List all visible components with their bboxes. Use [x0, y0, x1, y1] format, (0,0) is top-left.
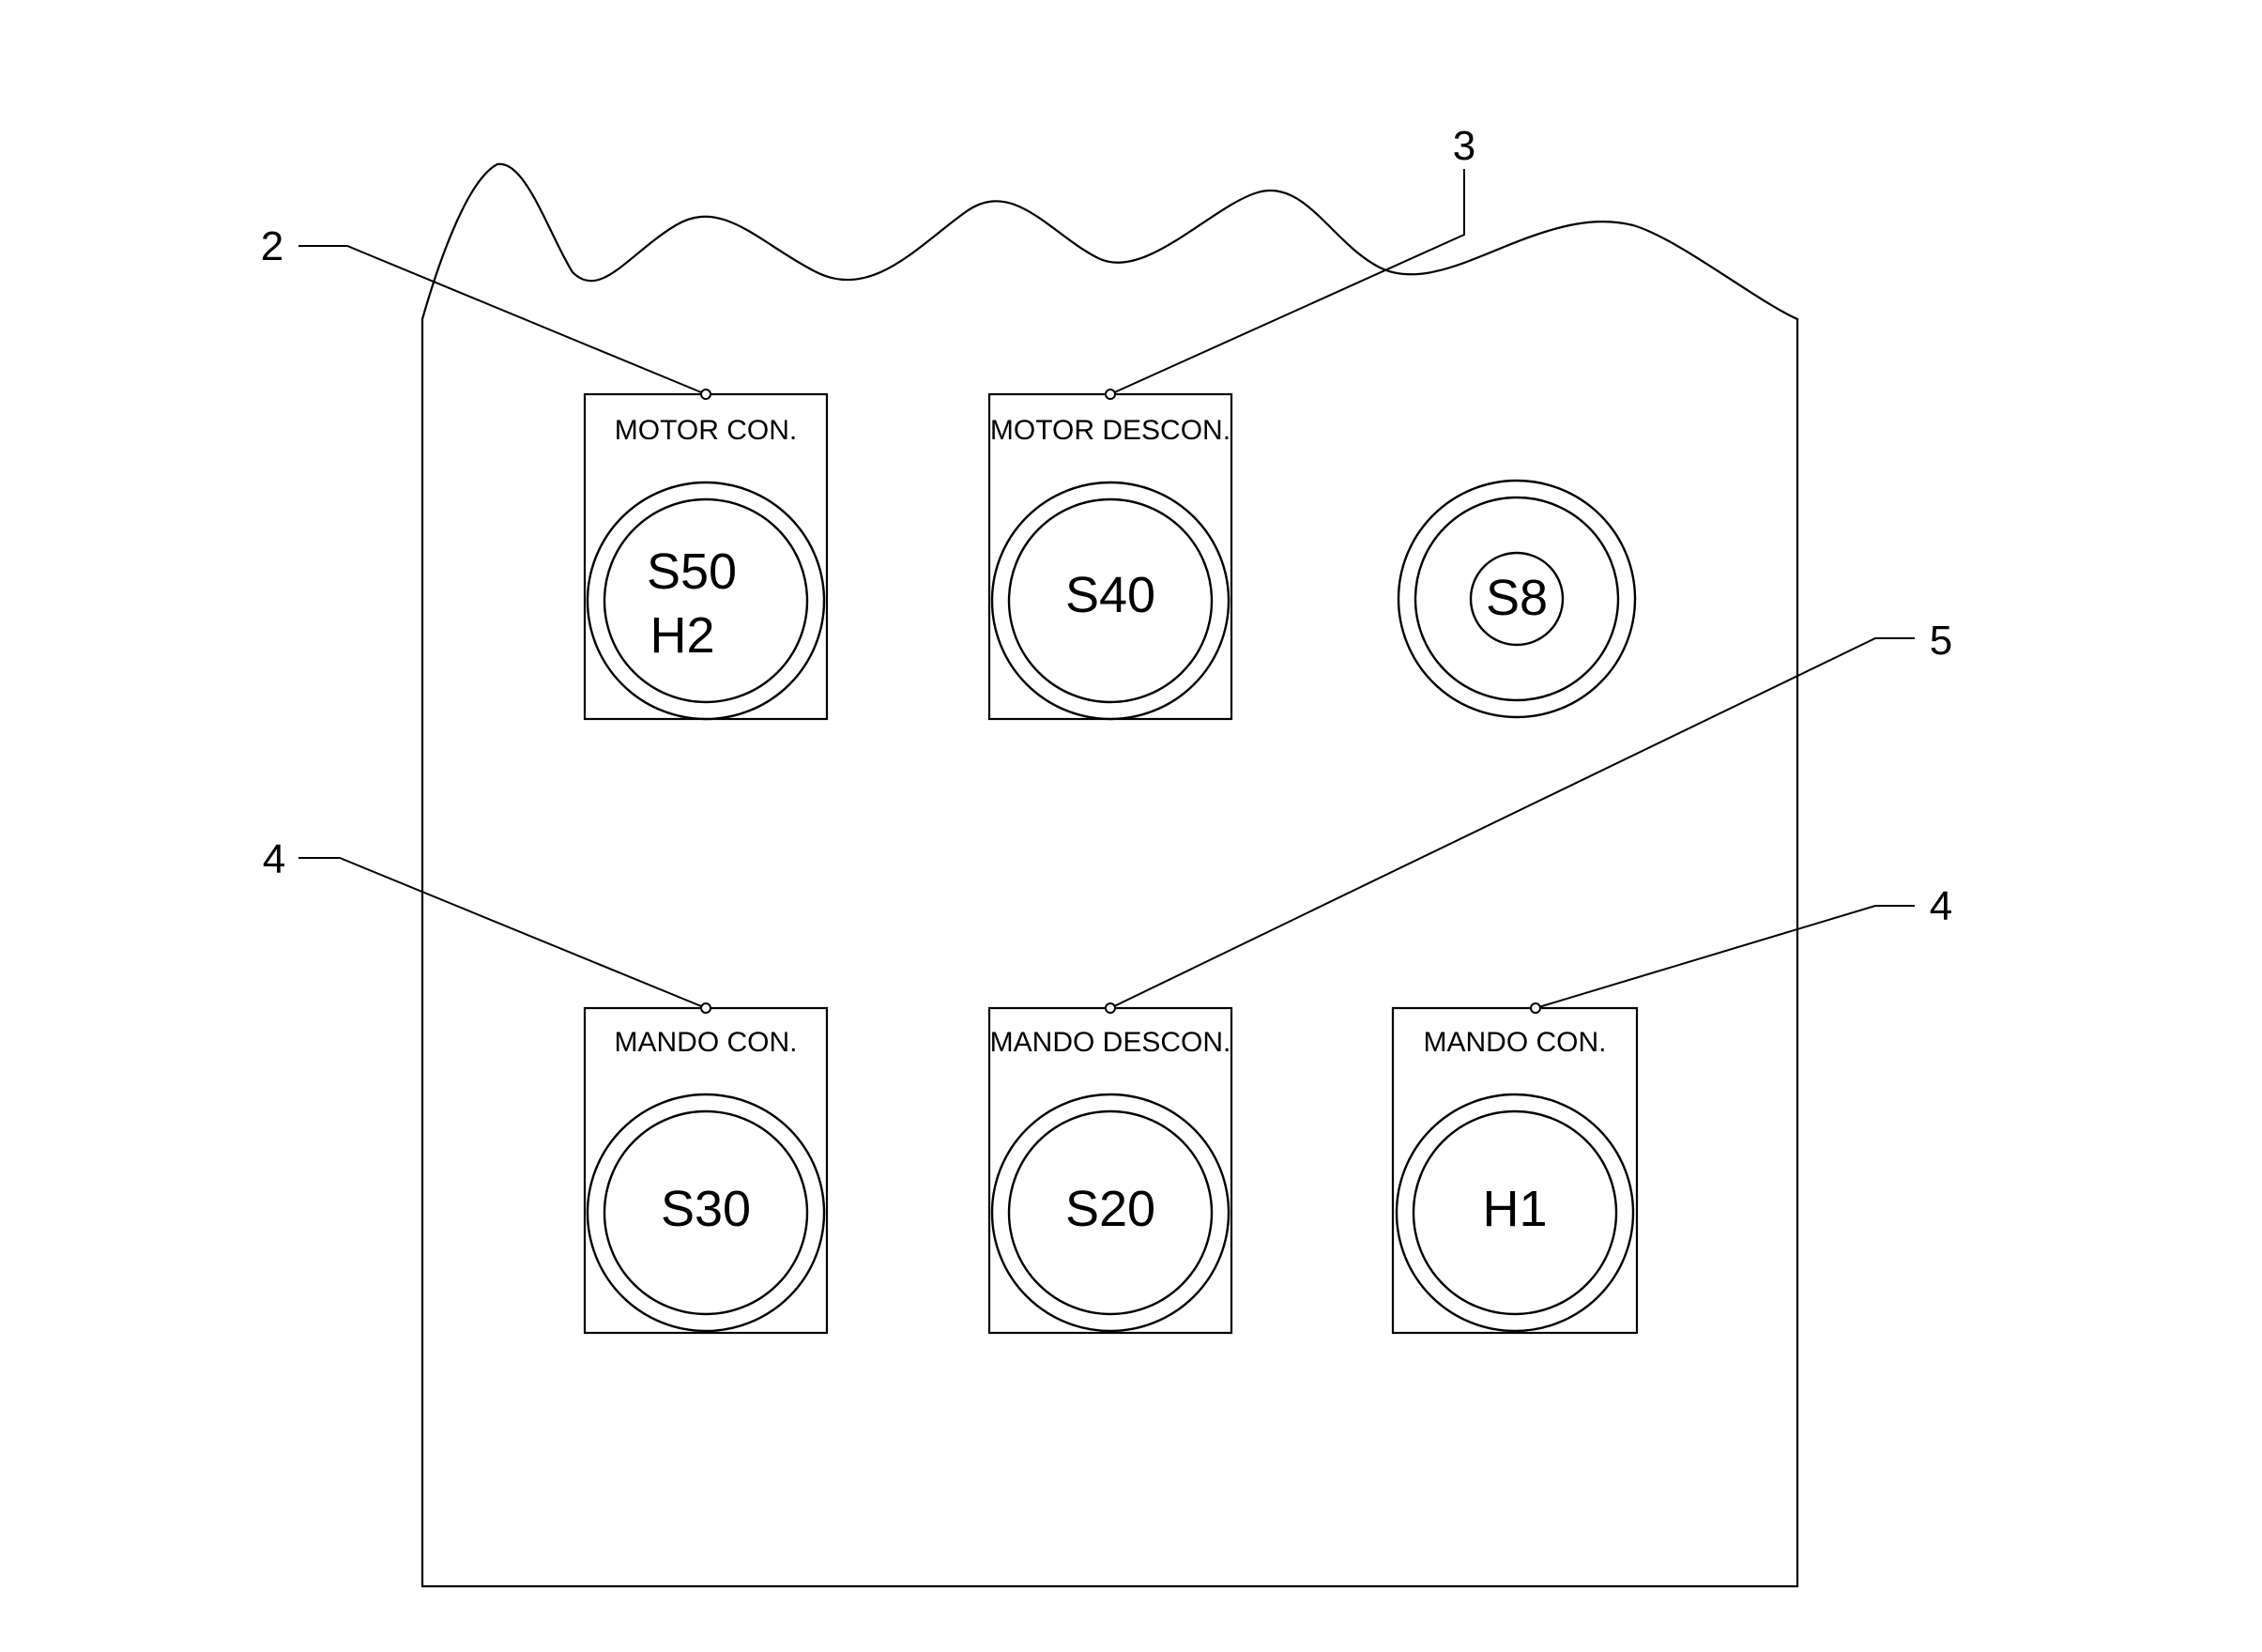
leader-line-3 — [1109, 169, 1465, 395]
callout-3: 3 — [1453, 123, 1475, 169]
plate-mando-descon: MANDO DESCON. S20 — [987, 1002, 1233, 1335]
device-code: S8 — [1486, 570, 1548, 626]
pushbutton-cap[interactable] — [603, 1109, 809, 1316]
leader-dot — [700, 389, 711, 400]
pushbutton-cap[interactable] — [603, 497, 809, 704]
leader-dot — [1105, 1002, 1116, 1014]
callout-4-right: 4 — [1930, 883, 1952, 929]
leader-line-5 — [1109, 637, 1915, 1009]
leader-dot — [700, 1002, 711, 1014]
leader-line-4-right — [1535, 905, 1915, 1009]
leader-dot — [1530, 1002, 1541, 1014]
pushbutton-cap[interactable] — [1007, 1109, 1214, 1316]
device-code: S50 — [647, 543, 737, 600]
callout-2: 2 — [261, 223, 283, 269]
plate-motor-con: MOTOR CON. S50 H2 — [583, 389, 829, 721]
panel-outline — [420, 162, 1799, 1588]
pushbutton-cap[interactable] — [1469, 551, 1565, 647]
plate-mando-con-right: MANDO CON. H1 — [1391, 1002, 1639, 1335]
device-code-secondary: H2 — [650, 607, 714, 664]
pilot-lamp-lens — [1412, 1109, 1618, 1316]
device-code: S20 — [1065, 1181, 1155, 1237]
device-code: H1 — [1482, 1181, 1547, 1237]
device-code: S40 — [1065, 567, 1155, 623]
plate-label: MANDO CON. — [615, 1027, 798, 1058]
plate-mando-con-left: MANDO CON. S30 — [583, 1002, 829, 1335]
leader-line-2 — [298, 245, 707, 395]
plate-label: MOTOR DESCON. — [990, 415, 1230, 446]
plate-label: MOTOR CON. — [615, 415, 797, 446]
plate-motor-descon: MOTOR DESCON. S40 — [987, 389, 1233, 721]
emergency-stop-button: S8 — [1397, 479, 1637, 719]
plate-label: MANDO CON. — [1424, 1027, 1607, 1058]
leader-line-4-left — [298, 857, 707, 1009]
pushbutton-cap[interactable] — [1007, 497, 1214, 704]
leader-dot — [1105, 389, 1116, 400]
callout-4-left: 4 — [263, 836, 285, 882]
device-code: S30 — [661, 1181, 751, 1237]
callout-5: 5 — [1930, 618, 1952, 664]
plate-label: MANDO DESCON. — [990, 1027, 1231, 1058]
